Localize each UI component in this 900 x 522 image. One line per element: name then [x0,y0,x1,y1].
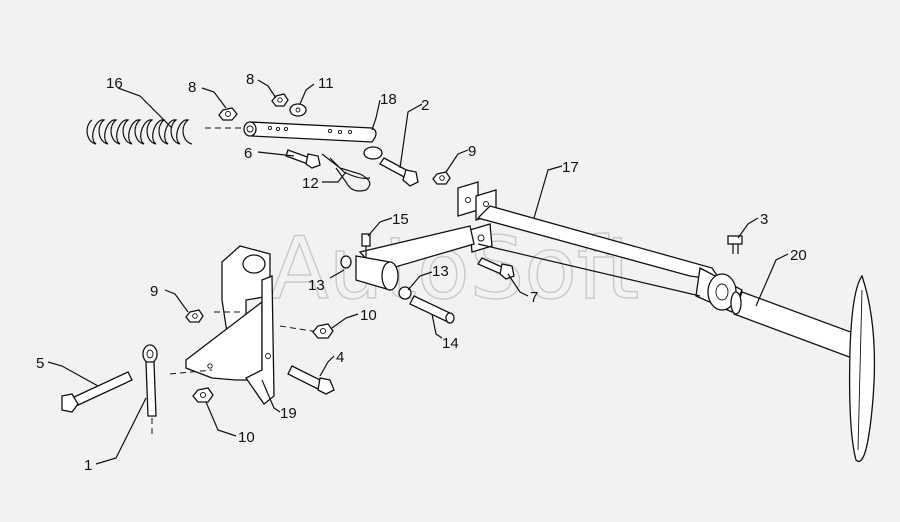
callout-10b: 10 [238,429,255,446]
callout-19: 19 [280,405,297,422]
bolt-part [285,149,321,169]
callout-17: 17 [562,159,579,176]
bolt-part [379,157,419,187]
callout-13b: 13 [432,263,449,280]
callout-10a: 10 [360,307,377,324]
nut-part [192,387,214,403]
nut-part [312,323,334,339]
callout-7: 7 [530,289,538,306]
callout-12: 12 [302,175,319,192]
callout-8a: 8 [188,79,196,96]
callout-1: 1 [84,457,92,474]
bolt-part [477,257,515,280]
callout-13a: 13 [308,277,325,294]
pedal-part [730,274,876,463]
callout-14: 14 [442,335,459,352]
callout-18: 18 [380,91,397,108]
callout-labels: 16 8 8 11 18 2 6 12 9 17 15 13 13 7 14 3… [36,71,807,474]
callout-8b: 8 [246,71,254,88]
callout-9b: 9 [150,283,158,300]
leader-lines [47,79,789,465]
callout-3: 3 [760,211,768,228]
callout-4: 4 [336,349,344,366]
screw-part [727,235,743,254]
lever-part [355,181,743,313]
callout-6: 6 [244,145,252,162]
eyebolt-part [142,344,158,436]
spring-part [86,119,250,145]
pin-part [409,295,455,324]
nut-part [218,107,238,121]
clip-part [321,153,371,192]
callout-11: 11 [318,75,334,92]
nut-part [185,309,204,323]
washer-part [289,103,307,117]
callout-9a: 9 [468,143,476,160]
callout-2: 2 [421,97,429,114]
bushing-part [340,255,412,300]
bar-part [243,121,383,160]
bracket-part [169,245,319,405]
nut-part [432,171,451,185]
bolt-part [287,365,335,395]
callout-16: 16 [106,75,123,92]
grease-fitting-part [361,233,371,258]
callout-15: 15 [392,211,409,228]
callout-20: 20 [790,247,807,264]
bolt-part [61,371,133,413]
callout-5: 5 [36,355,44,372]
